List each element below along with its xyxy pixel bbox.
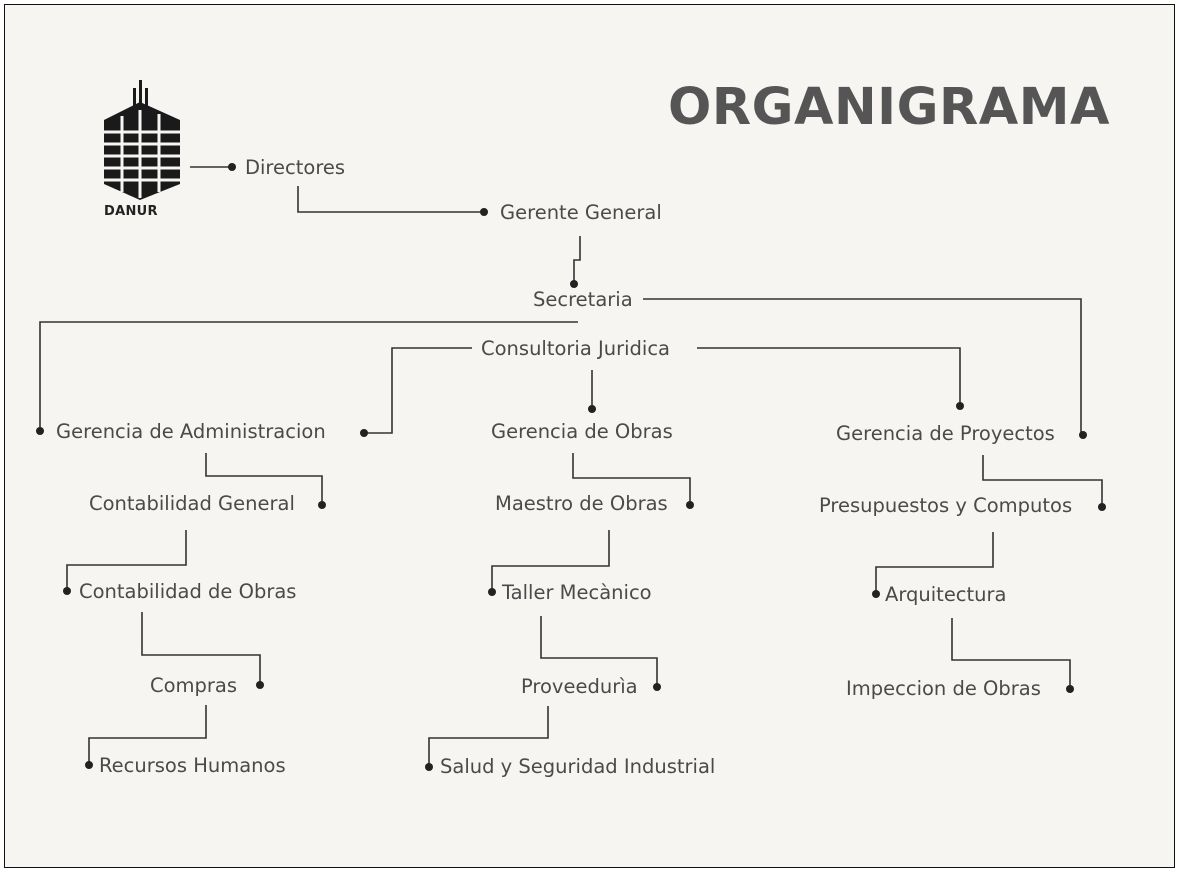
connector-contgen-contobras xyxy=(66,530,187,590)
dot-taller xyxy=(488,588,496,596)
page-title: ORGANIGRAMA xyxy=(668,78,1110,137)
dot-presupuestos xyxy=(1098,503,1106,511)
dot-proyectos xyxy=(1079,431,1087,439)
connector-consultoria-proyectos xyxy=(697,347,961,404)
node-secretaria: Secretaria xyxy=(533,288,633,311)
node-recursos-humanos: Recursos Humanos xyxy=(99,754,286,777)
connector-obras-maestro xyxy=(572,453,691,504)
connector-taller-proveeduria xyxy=(540,616,658,686)
dot-maestro xyxy=(686,501,694,509)
dot-proyectos-top xyxy=(956,402,964,410)
dot-compras xyxy=(256,681,264,689)
connector-admin-contabilidad xyxy=(205,453,323,504)
connector-secretaria-proyectos xyxy=(643,298,1082,433)
dot-administracion-right xyxy=(360,429,368,437)
logo-text: DANUR xyxy=(104,204,158,219)
dot-impeccion xyxy=(1066,685,1074,693)
node-salud-seguridad: Salud y Seguridad Industrial xyxy=(440,755,716,778)
connector-directores-gerente xyxy=(297,186,482,213)
dot-contabilidad-general xyxy=(318,501,326,509)
dot-proveeduria xyxy=(653,683,661,691)
node-maestro-obras: Maestro de Obras xyxy=(495,492,668,515)
dot-arquitectura xyxy=(872,590,880,598)
node-consultoria-juridica: Consultoria Juridica xyxy=(481,337,671,360)
connector-maestro-taller xyxy=(491,530,610,591)
node-impeccion-obras: Impeccion de Obras xyxy=(846,677,1041,700)
chart-frame xyxy=(4,4,1175,868)
connector-arquitectura-impeccion xyxy=(951,618,1071,688)
dot-rrhh xyxy=(85,761,93,769)
dot-contabilidad-obras xyxy=(63,587,71,595)
dot-obras xyxy=(588,405,596,413)
node-gerencia-administracion: Gerencia de Administracion xyxy=(56,420,326,443)
connector-consultoria-administracion xyxy=(364,347,472,434)
node-compras: Compras xyxy=(150,674,238,697)
connector-presupuestos-arquitectura xyxy=(875,532,994,593)
connector-contobras-compras xyxy=(141,612,261,683)
node-taller-mecanico: Taller Mecànico xyxy=(502,581,652,604)
node-arquitectura: Arquitectura xyxy=(885,583,1007,606)
dot-administracion-left xyxy=(36,427,44,435)
node-directores: Directores xyxy=(245,156,346,179)
danur-logo-icon xyxy=(104,80,180,200)
node-gerente-general: Gerente General xyxy=(500,201,662,224)
dot-gerente-general xyxy=(480,208,488,216)
node-presupuestos-computos: Presupuestos y Computos xyxy=(819,494,1073,517)
connector-proyectos-presupuestos xyxy=(982,455,1103,505)
connector-proveeduria-salud xyxy=(428,706,549,766)
connector-gerente-secretaria xyxy=(573,236,581,282)
node-gerencia-proyectos: Gerencia de Proyectos xyxy=(836,422,1055,445)
node-contabilidad-general: Contabilidad General xyxy=(89,492,295,515)
dot-salud xyxy=(425,763,433,771)
dot-directores xyxy=(228,163,236,171)
node-proveeduria: Proveedurìa xyxy=(521,675,638,698)
dot-secretaria xyxy=(570,280,578,288)
connector-compras-rrhh xyxy=(88,705,207,764)
node-contabilidad-obras: Contabilidad de Obras xyxy=(79,580,297,603)
node-gerencia-obras: Gerencia de Obras xyxy=(491,420,673,443)
connector-secretaria-administracion xyxy=(39,321,578,429)
